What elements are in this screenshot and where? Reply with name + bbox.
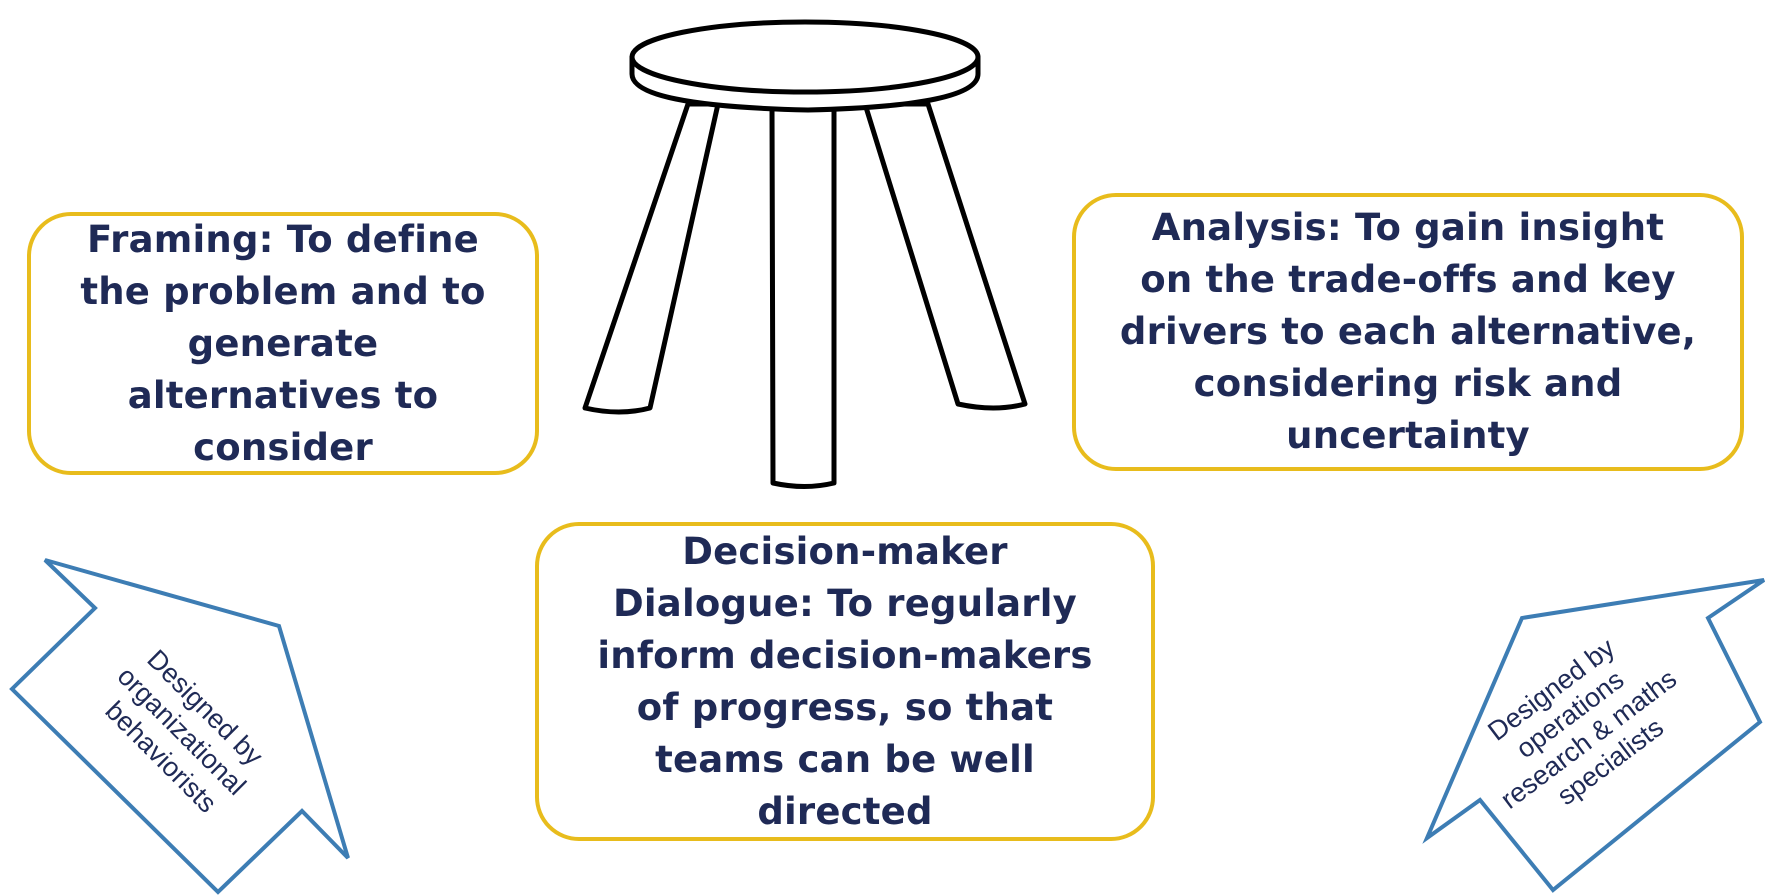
analysis-line: Analysis: To gain insight	[1151, 206, 1665, 249]
analysis-line: on the trade-offs and key	[1140, 258, 1676, 301]
framing-line: the problem and to	[80, 269, 486, 313]
stool-seat-top	[629, 19, 981, 95]
dialogue-line: Decision-maker	[682, 529, 1008, 573]
analysis-line: drivers to each alternative,	[1119, 310, 1697, 353]
framing-card: Framing: To define the problem and to ge…	[27, 212, 539, 475]
dialogue-card: Decision-maker Dialogue: To regularly in…	[535, 522, 1155, 841]
dialogue-line: directed	[757, 789, 933, 833]
stool-leg-left	[582, 101, 721, 415]
analysis-line: considering risk and	[1193, 362, 1623, 405]
analysis-line: uncertainty	[1286, 414, 1530, 457]
framing-text: Framing: To define the problem and to ge…	[80, 214, 485, 474]
framing-line: Framing: To define	[87, 217, 479, 261]
framing-line: generate	[187, 321, 379, 365]
analysis-text: Analysis: To gain insight on the trade-o…	[1120, 202, 1696, 462]
dialogue-line: teams can be well	[655, 737, 1035, 781]
stool-leg-right	[862, 101, 1028, 411]
dialogue-line: of progress, so that	[636, 685, 1054, 729]
dialogue-line: Dialogue: To regularly	[613, 581, 1077, 625]
left-up-arrow-shape	[9, 558, 350, 895]
framing-line: alternatives to	[127, 373, 439, 417]
dialogue-text: Decision-maker Dialogue: To regularly in…	[597, 526, 1092, 838]
analysis-card: Analysis: To gain insight on the trade-o…	[1072, 193, 1744, 471]
framing-line: consider	[193, 425, 373, 469]
dialogue-line: inform decision-makers	[597, 633, 1093, 677]
stool-leg-middle	[769, 103, 837, 489]
right-up-arrow-shape	[1422, 578, 1765, 893]
